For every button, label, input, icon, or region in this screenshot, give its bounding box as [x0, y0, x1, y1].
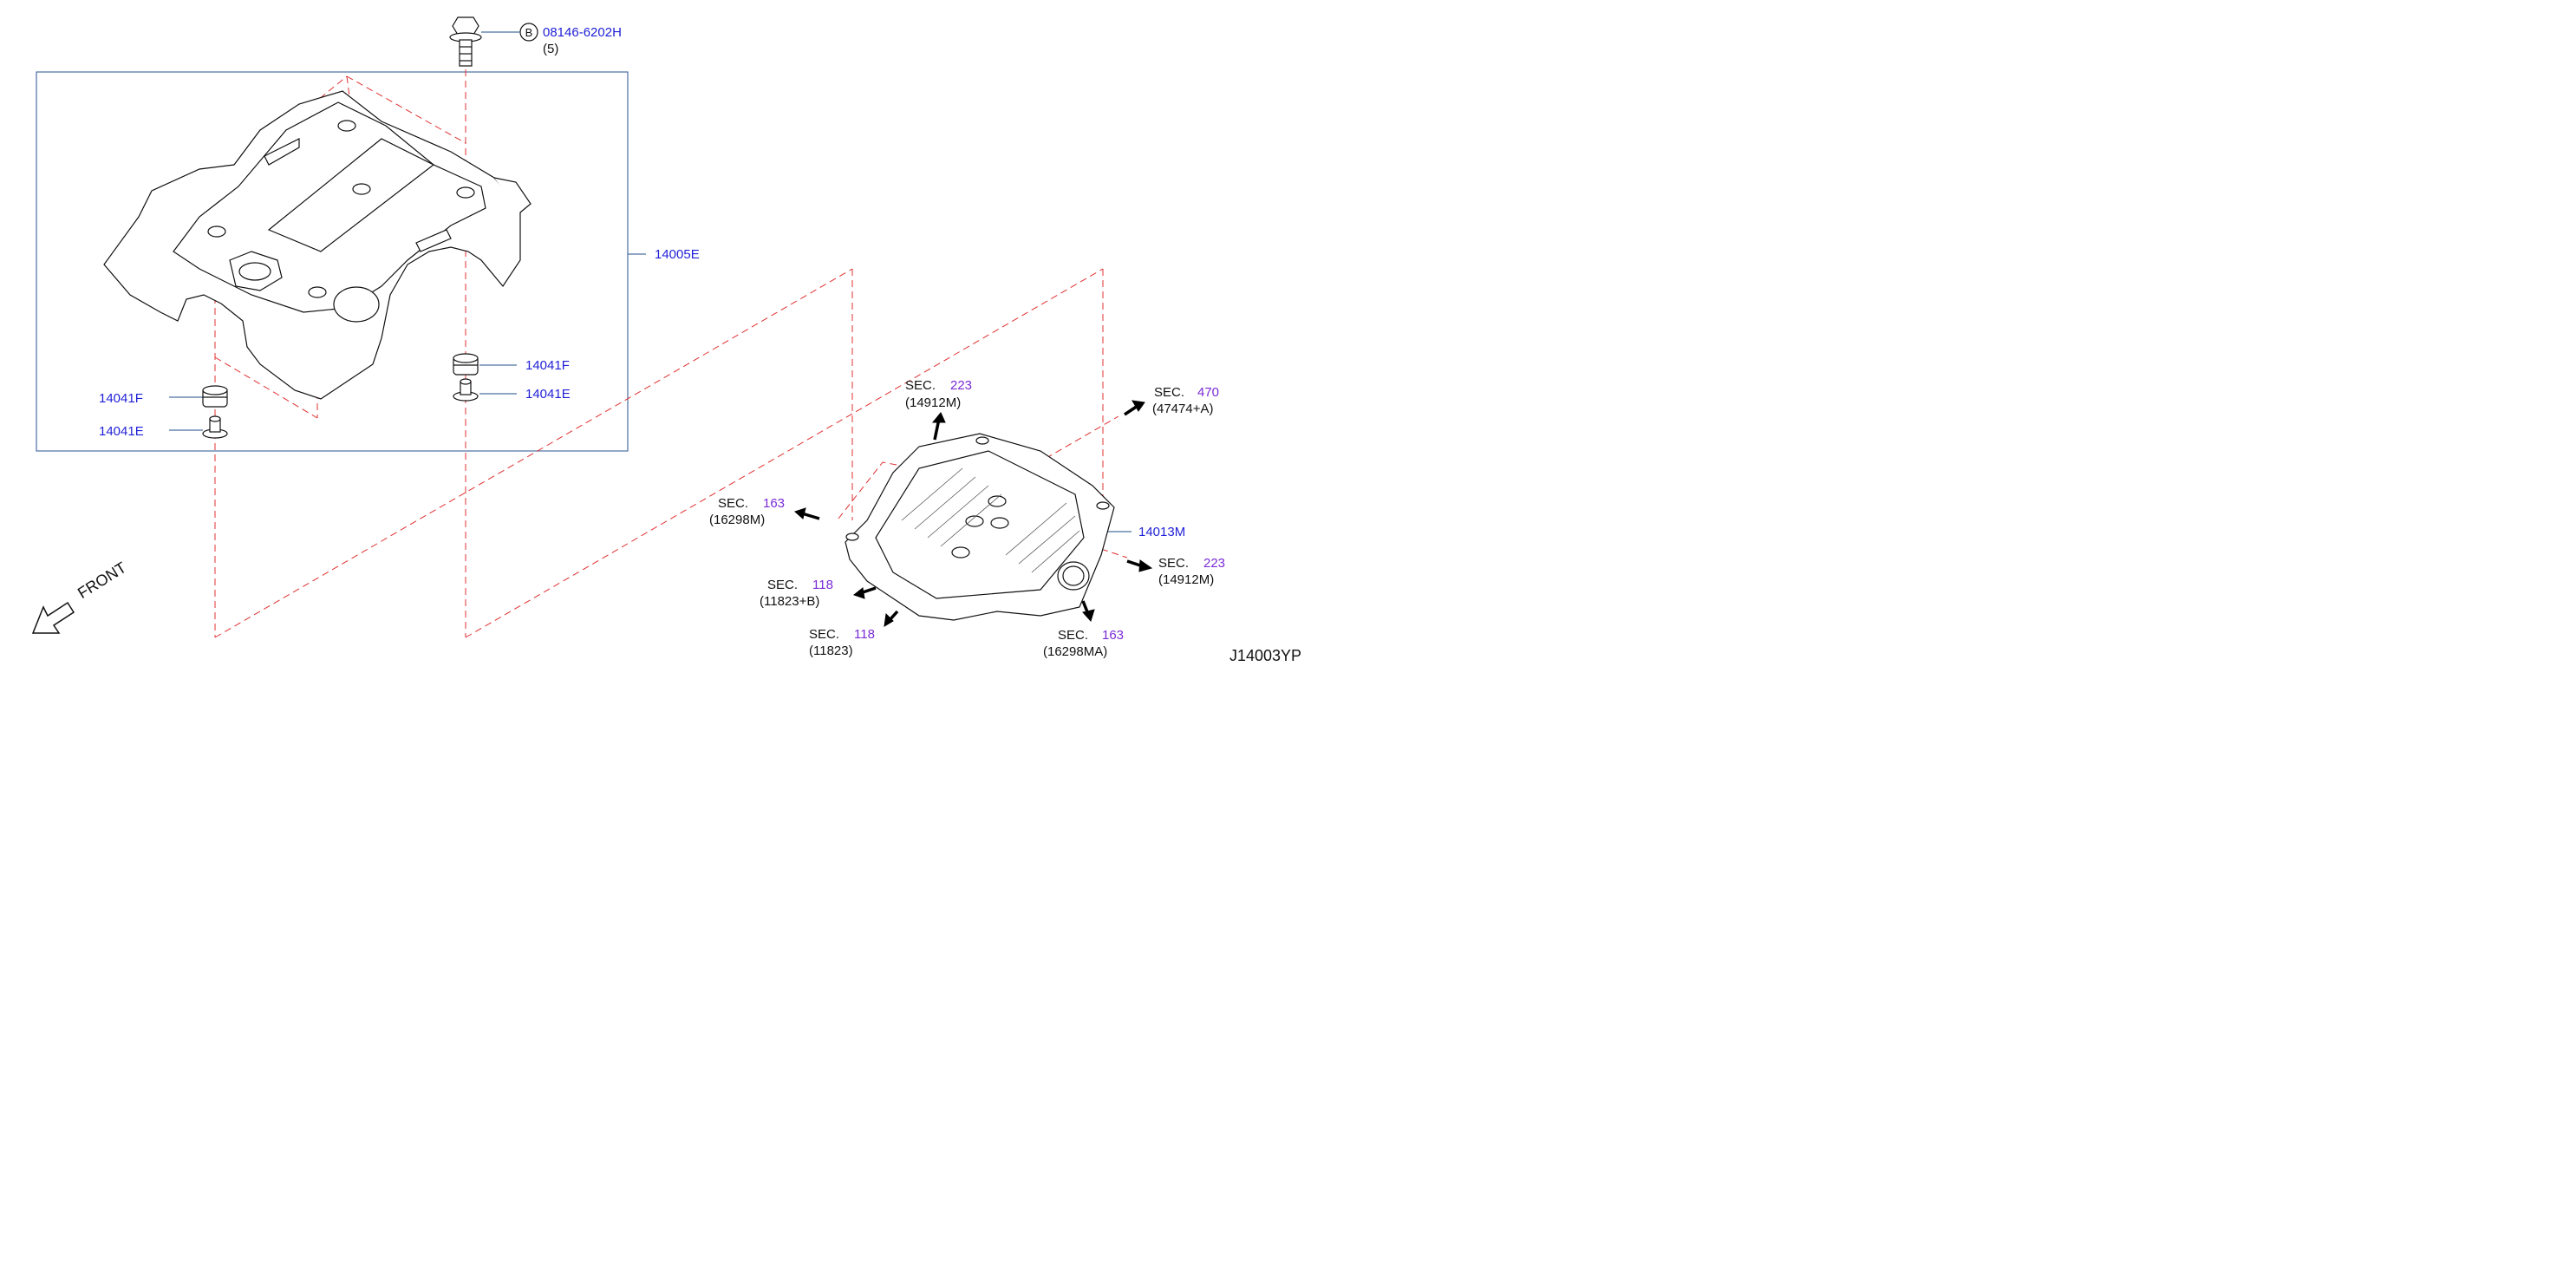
- section-arrows: [794, 400, 1153, 627]
- grommet-14041e-right: [453, 378, 479, 402]
- sec-163-left-sec: SEC.: [718, 496, 749, 511]
- engine-cover-frame: [36, 71, 629, 452]
- grommet-14041f-right-label: 14041F: [525, 358, 570, 373]
- sec-470-num: 470: [1197, 385, 1220, 400]
- sec-163-bottom-ref: (16298MA): [1043, 644, 1108, 659]
- sec-118-lower-ref: (11823): [809, 644, 853, 658]
- front-arrow-icon: [31, 601, 75, 634]
- sec-163-left-num: 163: [763, 496, 786, 511]
- bolt-part-number: 08146-6202H: [543, 25, 622, 40]
- drawing-reference: J14003YP: [1229, 647, 1302, 664]
- sec-223-right-num: 223: [1203, 556, 1226, 571]
- sec-223-right-ref: (14912M): [1158, 572, 1215, 587]
- grommet-14041f-left: [202, 385, 228, 408]
- sec-223-top-sec: SEC.: [905, 378, 936, 393]
- bolt-b-letter: B: [525, 26, 533, 39]
- leader-lines: [169, 31, 1131, 532]
- manifold-ribs: [901, 467, 1080, 573]
- grommet-14041f-left-label: 14041F: [99, 391, 143, 406]
- parts-diagram: B: [31, 16, 1153, 638]
- grommet-14041f-right: [453, 353, 479, 376]
- bolt-drawing: [449, 16, 482, 67]
- bolt-quantity: (5): [543, 42, 559, 56]
- sec-163-left-ref: (16298M): [709, 513, 766, 527]
- sec-118-upper-ref: (11823+B): [760, 594, 820, 609]
- sec-223-top-ref: (14912M): [905, 395, 962, 410]
- grommet-14041e-left-label: 14041E: [99, 424, 144, 439]
- grommet-14041e-right-label: 14041E: [525, 387, 571, 402]
- sec-470-sec: SEC.: [1154, 385, 1185, 400]
- intake-manifold-drawing: [845, 433, 1115, 621]
- bolt-b-circle: [519, 23, 538, 42]
- sec-118-lower-sec: SEC.: [809, 627, 840, 642]
- sec-163-bottom-num: 163: [1102, 628, 1125, 643]
- manifold-part-number: 14013M: [1138, 525, 1186, 539]
- engine-cover-drawing: [103, 90, 532, 400]
- sec-118-upper-sec: SEC.: [767, 578, 799, 592]
- sec-163-bottom-sec: SEC.: [1058, 628, 1089, 643]
- grommet-14041e-left: [202, 415, 228, 439]
- sec-118-upper-num: 118: [812, 578, 833, 592]
- sec-223-top-num: 223: [950, 378, 973, 393]
- sec-470-ref: (47474+A): [1152, 402, 1214, 416]
- sec-223-right-sec: SEC.: [1158, 556, 1190, 571]
- engine-cover-part-number: 14005E: [655, 247, 700, 262]
- sec-118-lower-num: 118: [854, 627, 875, 642]
